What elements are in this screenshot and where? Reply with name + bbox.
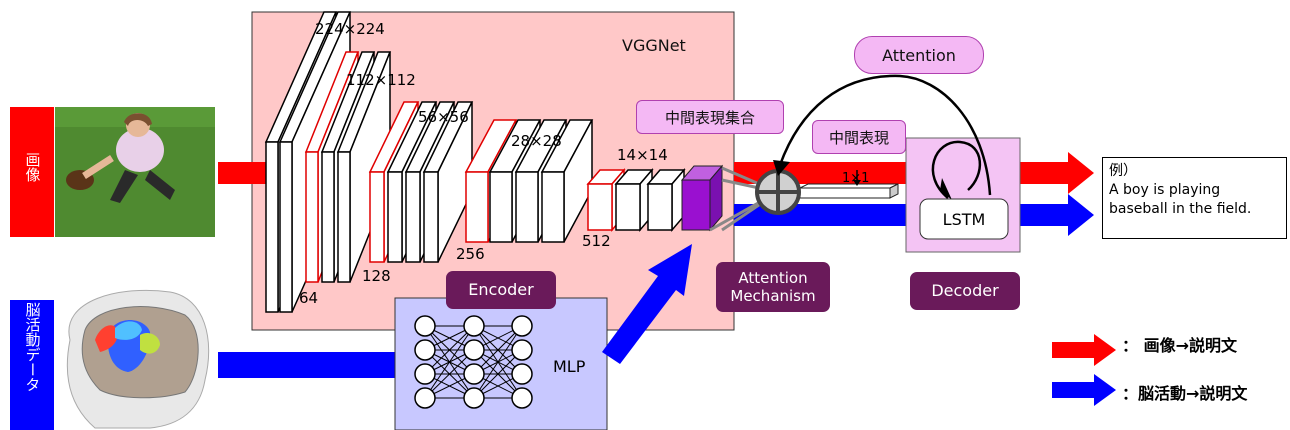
example-line-2: A boy is playing: [1109, 181, 1280, 200]
attention-mechanism-line2: Mechanism: [730, 287, 815, 305]
channel-512: 512: [582, 232, 611, 250]
mlp-node: [464, 364, 484, 384]
plus-operator: [757, 171, 799, 213]
brain-path-blue-bar: [218, 352, 398, 378]
intermediate-set-label: 中間表現集合: [636, 100, 784, 134]
mlp-node: [415, 316, 435, 336]
conv-layer: [616, 170, 652, 230]
example-output-box: 例） A boy is playing baseball in the fiel…: [1102, 157, 1287, 239]
intermediate-vector: [800, 184, 898, 198]
vggnet-label: VGGNet: [622, 36, 686, 55]
mlp-node: [415, 388, 435, 408]
attention-mechanism-label: Attention Mechanism: [716, 262, 830, 312]
scalar-label: 1×1: [842, 171, 869, 186]
mlp-node: [464, 316, 484, 336]
layer-size-224: 224×224: [315, 20, 385, 38]
example-line-1: 例）: [1109, 162, 1280, 181]
mlp-node: [512, 388, 532, 408]
layer-size-56: 56×56: [418, 108, 469, 126]
attention-feature-block: [682, 166, 722, 230]
image-label: 画像: [17, 152, 47, 187]
layer-size-14: 14×14: [617, 146, 668, 164]
example-line-3: baseball in the field.: [1109, 200, 1280, 219]
blue-output-arrowhead: [1068, 194, 1094, 236]
encoder-label: Encoder: [446, 271, 556, 309]
layer-size-28: 28×28: [511, 132, 562, 150]
mlp-node: [512, 340, 532, 360]
layer-size-112: 112×112: [346, 71, 416, 89]
lstm-label: LSTM: [920, 199, 1008, 239]
mlp-label: MLP: [553, 357, 585, 376]
mlp-node: [512, 316, 532, 336]
legend-blue-text: ：脳活動→説明文: [1122, 380, 1247, 404]
mlp-node: [512, 364, 532, 384]
brain-image: [55, 290, 215, 430]
mlp-node: [415, 364, 435, 384]
channel-256: 256: [456, 245, 485, 263]
channel-128: 128: [362, 267, 391, 285]
attention-mechanism-line1: Attention: [738, 269, 807, 287]
channel-64: 64: [299, 289, 318, 307]
intermediate-label: 中間表現: [812, 120, 906, 154]
red-output-arrowhead: [1068, 152, 1094, 194]
input-photo: [55, 107, 215, 237]
mlp-node: [464, 388, 484, 408]
attention-label: Attention: [854, 36, 984, 74]
legend-arrows: [1050, 330, 1120, 410]
brain-label: 脳活動データ: [17, 302, 47, 397]
decoder-label: Decoder: [910, 272, 1020, 310]
mlp-node: [415, 340, 435, 360]
conv-layer: [648, 170, 684, 230]
image-path-red-bar: [218, 162, 270, 184]
mlp-node: [464, 340, 484, 360]
legend-red-text: ： 画像→説明文: [1122, 332, 1237, 356]
